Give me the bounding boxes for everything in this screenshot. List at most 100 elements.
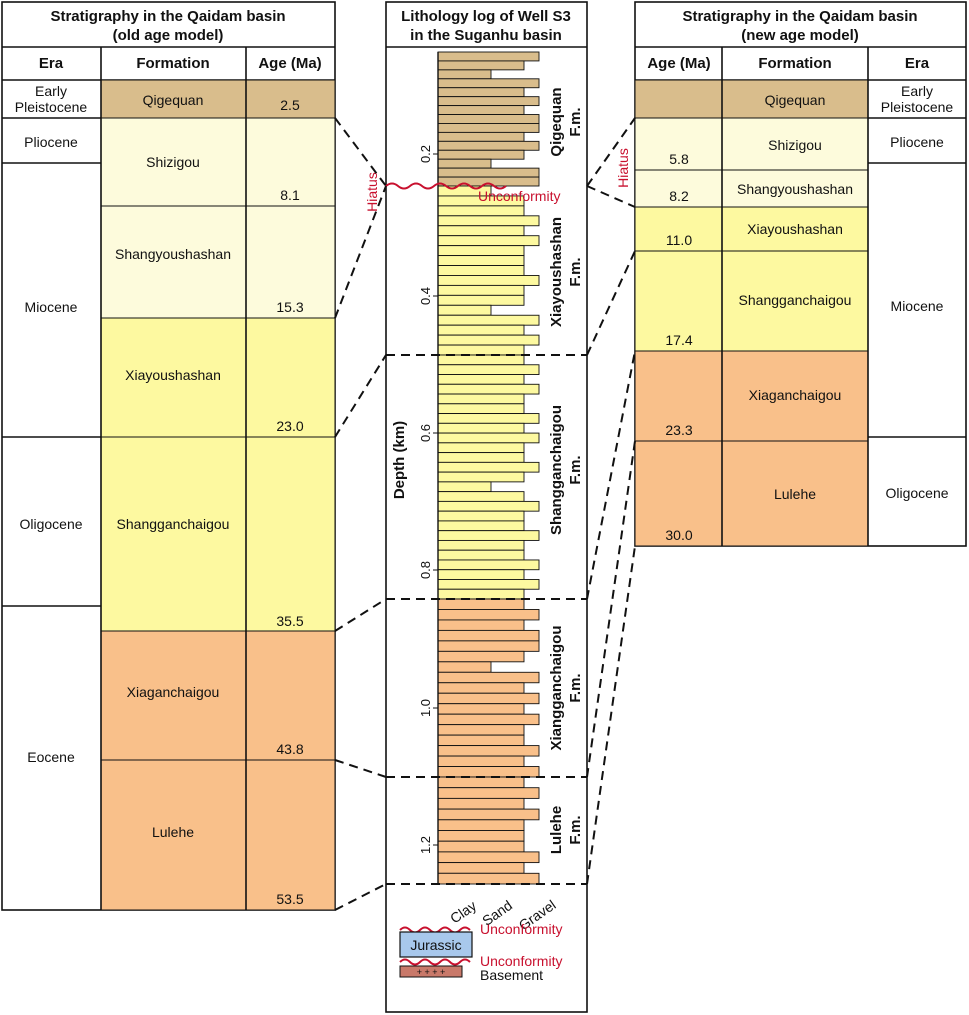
old-formation-qigequan	[100, 79, 336, 119]
lithology-bed	[437, 364, 540, 375]
lithology-bed	[437, 265, 525, 276]
lithology-bed	[437, 354, 525, 366]
lithology-bed	[437, 393, 525, 405]
lithology-bed	[437, 640, 540, 652]
old-formation-shangganchaigou	[100, 436, 336, 632]
depth-tick-0-8: 0.8	[418, 561, 438, 579]
depth-tick-0-4: 0.4	[418, 287, 438, 305]
old-age-35-5: 35.5	[276, 613, 303, 629]
old-age-15-3: 15.3	[276, 299, 303, 315]
lithology-bed	[437, 225, 525, 237]
old-era-pleistocene-label: Pleistocene	[15, 99, 88, 115]
xlabel-clay: Clay	[447, 897, 479, 926]
lithology-bed	[437, 776, 525, 789]
log-label-lulehe-line2: F.m.	[567, 815, 584, 844]
lithology-bed	[437, 255, 525, 266]
lithology-bed	[437, 579, 540, 590]
lithology-bed	[437, 539, 525, 551]
lithology-bed	[437, 520, 525, 532]
lithology-bed	[437, 215, 540, 227]
new-age-17-4: 17.4	[665, 332, 692, 348]
legend-basement-symbols: + + + +	[417, 967, 446, 977]
lithology-bed	[437, 176, 540, 187]
new-formation-name-lulehe: Lulehe	[774, 486, 816, 502]
legend-jurassic-label: Jurassic	[410, 937, 461, 953]
lithology-bed	[437, 808, 540, 821]
lithology-bed	[437, 530, 540, 541]
lithology-bed	[437, 787, 540, 799]
lithology-bed	[437, 819, 525, 831]
depth-axis-label: Depth (km)	[391, 421, 408, 499]
log-title-line2: in the Suganhu basin	[410, 27, 562, 44]
svg-text:1.2: 1.2	[418, 836, 433, 854]
lithology-bed	[437, 682, 525, 694]
lithology-bed	[437, 167, 540, 178]
new-formation-name-xiayoushashan: Xiayoushashan	[747, 221, 843, 237]
new-formation-name-xiaganchaigou: Xiaganchaigou	[749, 387, 842, 403]
new-era-miocene: Miocene	[891, 298, 944, 314]
old-formation-name-shizigou: Shizigou	[146, 154, 200, 170]
lithology-bed	[437, 158, 492, 169]
log-label-xiayoushashan-line2: F.m.	[567, 257, 584, 286]
lithology-bed	[437, 840, 525, 853]
depth-tick-0-6: 0.6	[418, 424, 438, 442]
log-label-shangganchaigou-line1: Shangganchaigou	[548, 405, 565, 535]
old-age-53-5: 53.5	[276, 891, 303, 907]
old-formation-xiaganchaigou	[100, 630, 336, 761]
new-age-8-2: 8.2	[669, 188, 689, 204]
svg-text:0.6: 0.6	[418, 424, 433, 442]
lithology-bed	[437, 422, 525, 434]
lithology-bed	[437, 766, 540, 778]
legend-unconformity-label-2: Unconformity	[480, 953, 562, 969]
lithology-bed	[437, 334, 540, 346]
lithology-bed	[437, 619, 525, 631]
svg-text:0.4: 0.4	[418, 287, 433, 305]
lithology-bed	[437, 51, 540, 62]
lithology-bed	[437, 671, 540, 684]
lithology-bed	[437, 797, 525, 810]
old-formation-lulehe	[100, 759, 336, 911]
legend-basement-box	[399, 965, 463, 978]
legend-jurassic-box	[399, 931, 473, 958]
lithology-bed	[437, 294, 525, 306]
old-era-miocene: Miocene	[25, 299, 78, 315]
lithology-bed	[437, 661, 492, 673]
lithology-bed	[437, 149, 525, 160]
lithology-bed	[437, 569, 525, 580]
lithology-bed	[437, 96, 540, 107]
new-age-11-0: 11.0	[666, 232, 692, 248]
depth-tick-0-2: 0.2	[418, 145, 438, 163]
lithology-bed	[437, 598, 525, 610]
lithology-bed	[437, 481, 492, 493]
svg-text:0.8: 0.8	[418, 561, 433, 579]
old-formation-name-xiayoushashan: Xiayoushashan	[125, 367, 221, 383]
lithology-bed	[437, 324, 525, 336]
lithology-bed	[437, 609, 540, 621]
new-header-age: Age (Ma)	[647, 55, 710, 72]
lithology-bed	[437, 500, 540, 512]
lithology-bed	[437, 105, 525, 115]
lithology-bed	[437, 114, 540, 124]
lithology-bed	[437, 830, 525, 842]
legend-unconformity-line-2	[399, 958, 471, 966]
new-era-pliocene: Pliocene	[890, 134, 944, 150]
lithology-bed	[437, 284, 525, 296]
lithology-bed	[437, 314, 540, 326]
new-formation-lulehe	[634, 440, 869, 547]
log-label-lulehe-line1: Lulehe	[548, 806, 565, 854]
old-formation-name-shangganchaigou: Shangganchaigou	[117, 516, 230, 532]
new-panel-title-line2: (new age model)	[741, 27, 859, 44]
lithology-bed	[437, 629, 540, 642]
lithology-bed	[437, 432, 540, 444]
lithology-bed	[437, 549, 525, 561]
old-header-age: Age (Ma)	[258, 55, 321, 72]
depth-tick-1-0: 1.0	[418, 699, 438, 717]
old-age-2-5: 2.5	[280, 97, 300, 113]
lithology-bed	[437, 471, 525, 483]
lithology-bed	[437, 205, 525, 217]
old-age-43-8: 43.8	[276, 741, 303, 757]
lithology-bed	[437, 383, 540, 395]
unconformity-wavy-line	[385, 182, 507, 190]
log-title-line1: Lithology log of Well S3	[401, 8, 571, 25]
